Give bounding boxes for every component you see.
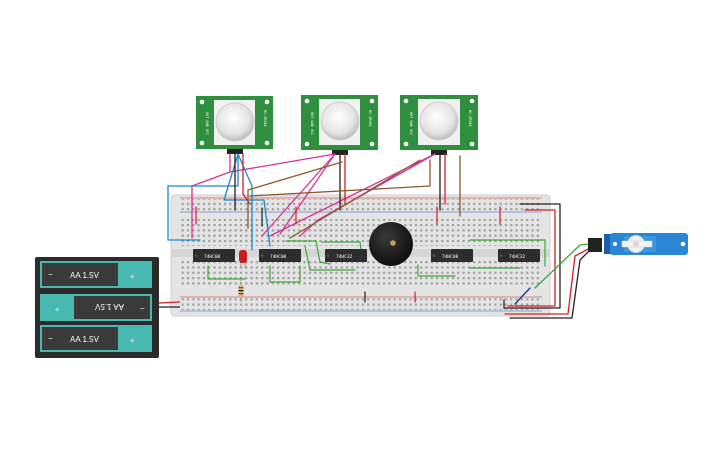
battery-cell-1: − AA 1.5V + xyxy=(40,261,152,288)
pir-pin-text-2: OUT GND VCC xyxy=(310,112,314,135)
pir-sensor-1[interactable]: HC-SR501 OUT GND VCC xyxy=(196,96,273,154)
battery-minus-1: − xyxy=(48,270,53,279)
ic-chip-label: 74HC08 xyxy=(442,254,459,260)
battery-plus-1: + xyxy=(130,272,135,281)
battery-cell-label-1: AA 1.5V xyxy=(70,271,100,280)
ic-chip-5[interactable]: 74HC32 xyxy=(498,249,540,262)
battery-minus-3: − xyxy=(48,334,53,343)
pir-side-text-1: HC-SR501 xyxy=(263,110,267,127)
pir-side-text-2: HC-SR501 xyxy=(368,110,372,127)
servo-icon[interactable] xyxy=(588,233,688,255)
pir-sensor-3[interactable]: HC-SR501 OUT GND VCC xyxy=(400,95,478,155)
battery-plus-3: + xyxy=(130,336,135,345)
buzzer-icon[interactable] xyxy=(369,222,413,266)
pir-pin-text-1: OUT GND VCC xyxy=(205,112,209,135)
battery-plus-2: + xyxy=(55,305,60,314)
pir-dome-icon xyxy=(215,102,255,142)
led-icon[interactable] xyxy=(239,250,247,268)
resistor-icon[interactable] xyxy=(238,280,244,302)
battery-cell-label-3: AA 1.5V xyxy=(70,335,100,344)
battery-cell-2: + AA 1.5V − xyxy=(40,294,152,321)
ic-chip-1[interactable]: 74HC08 xyxy=(193,249,235,262)
pir-dome-icon xyxy=(419,101,459,141)
pir-pin-text-3: OUT GND VCC xyxy=(409,112,413,135)
ic-chip-label: 74HC08 xyxy=(204,254,221,260)
pir-dome-icon xyxy=(320,101,360,141)
pir-side-text-3: HC-SR501 xyxy=(468,110,472,127)
battery-cell-label-2: AA 1.5V xyxy=(94,302,124,311)
pir-sensor-2[interactable]: HC-SR501 OUT GND VCC xyxy=(301,95,378,155)
wires xyxy=(167,153,591,319)
battery-pack[interactable]: − AA 1.5V + + AA 1.5V − − AA 1.5V + xyxy=(35,257,159,358)
ic-chip-label: 74HC32 xyxy=(509,254,526,260)
battery-cell-3: − AA 1.5V + xyxy=(40,325,152,352)
ic-chip-4[interactable]: 74HC08 xyxy=(431,249,473,262)
ic-chip-label: 74HC32 xyxy=(336,254,353,260)
battery-minus-2: − xyxy=(140,304,145,313)
ic-chip-label: 74HC08 xyxy=(270,254,287,260)
ic-chip-2[interactable]: 74HC08 xyxy=(259,249,301,262)
ic-chip-3[interactable]: 74HC32 xyxy=(325,249,367,262)
